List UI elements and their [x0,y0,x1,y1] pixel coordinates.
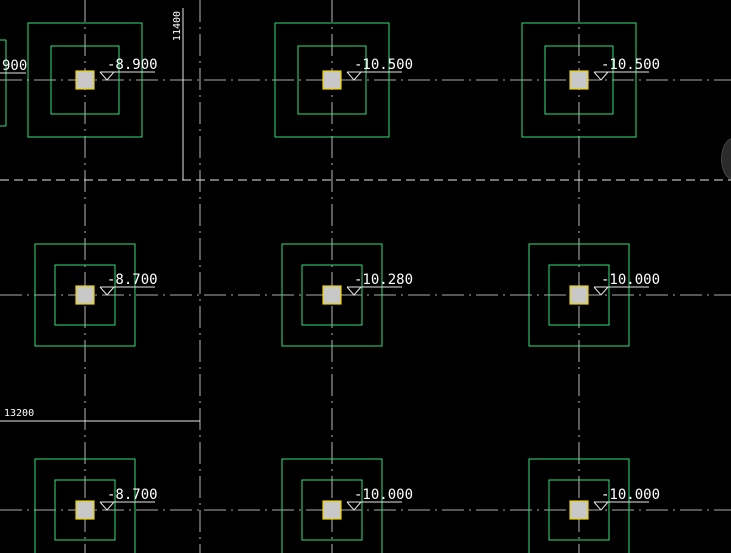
footing-outer-outline [528,243,630,347]
footing-inner-outline [54,479,116,541]
elevation-label: -10.000 [601,272,660,288]
elevation-label: -8.700 [107,487,158,503]
partial-footing-left-edge: 900 [0,39,27,127]
footing[interactable]: -8.900 [27,22,158,138]
column-square [569,70,589,90]
elevation-triangle-icon [593,286,609,296]
footing-inner-outline [548,264,610,326]
elevation-triangle-icon [346,286,362,296]
footing[interactable]: -10.000 [528,458,660,553]
column-square [75,285,95,305]
elevation-label: -10.000 [601,487,660,503]
footing-outer-outline [281,458,383,553]
footing[interactable]: -10.500 [274,22,413,138]
column-square [75,70,95,90]
footing-outer-outline [27,22,143,138]
elevation-label: -10.500 [354,57,413,73]
footing-outer-outline [521,22,637,138]
footing-inner-outline [301,479,363,541]
column-square [569,285,589,305]
footing[interactable]: -10.280 [281,243,413,347]
elevation-label: -10.500 [601,57,660,73]
footing-outer-outline [281,243,383,347]
elevation-label-partial: 900 [2,58,27,74]
elevation-triangle-icon [99,71,115,81]
footing-outer-outline [274,22,390,138]
footing[interactable]: -8.700 [34,458,158,553]
footing-outer-outline [528,458,630,553]
footing-inner-outline [548,479,610,541]
footing-inner-outline [297,45,367,115]
dimension-label-vertical: 11400 [172,11,183,41]
footing-group: -8.900 -10.500 -10.500 -8.700 -10.280 -10.000… [27,22,660,553]
elevation-triangle-icon [99,286,115,296]
dimension-lines: 11400 13200 [0,8,200,422]
footing-inner-outline [50,45,120,115]
elevation-triangle-icon [593,71,609,81]
elevation-triangle-icon [99,501,115,511]
column-square [322,70,342,90]
dimension-label-horizontal: 13200 [4,408,34,419]
column-square [569,500,589,520]
footing-inner-outline [301,264,363,326]
elevation-triangle-icon [593,501,609,511]
footing-inner-outline [544,45,614,115]
elevation-triangle-icon [346,71,362,81]
footing-outer-outline [34,243,136,347]
footing[interactable]: -10.000 [281,458,413,553]
elevation-label: -8.700 [107,272,158,288]
elevation-label: -8.900 [107,57,158,73]
footing-outer-outline [34,458,136,553]
elevation-label: -10.280 [354,272,413,288]
footing[interactable]: -10.000 [528,243,660,347]
elevation-label: -10.000 [354,487,413,503]
column-square [322,285,342,305]
footing[interactable]: -8.700 [34,243,158,347]
footing[interactable]: -10.500 [521,22,660,138]
footing-inner-outline [54,264,116,326]
elevation-triangle-icon [346,501,362,511]
column-square [322,500,342,520]
column-square [75,500,95,520]
